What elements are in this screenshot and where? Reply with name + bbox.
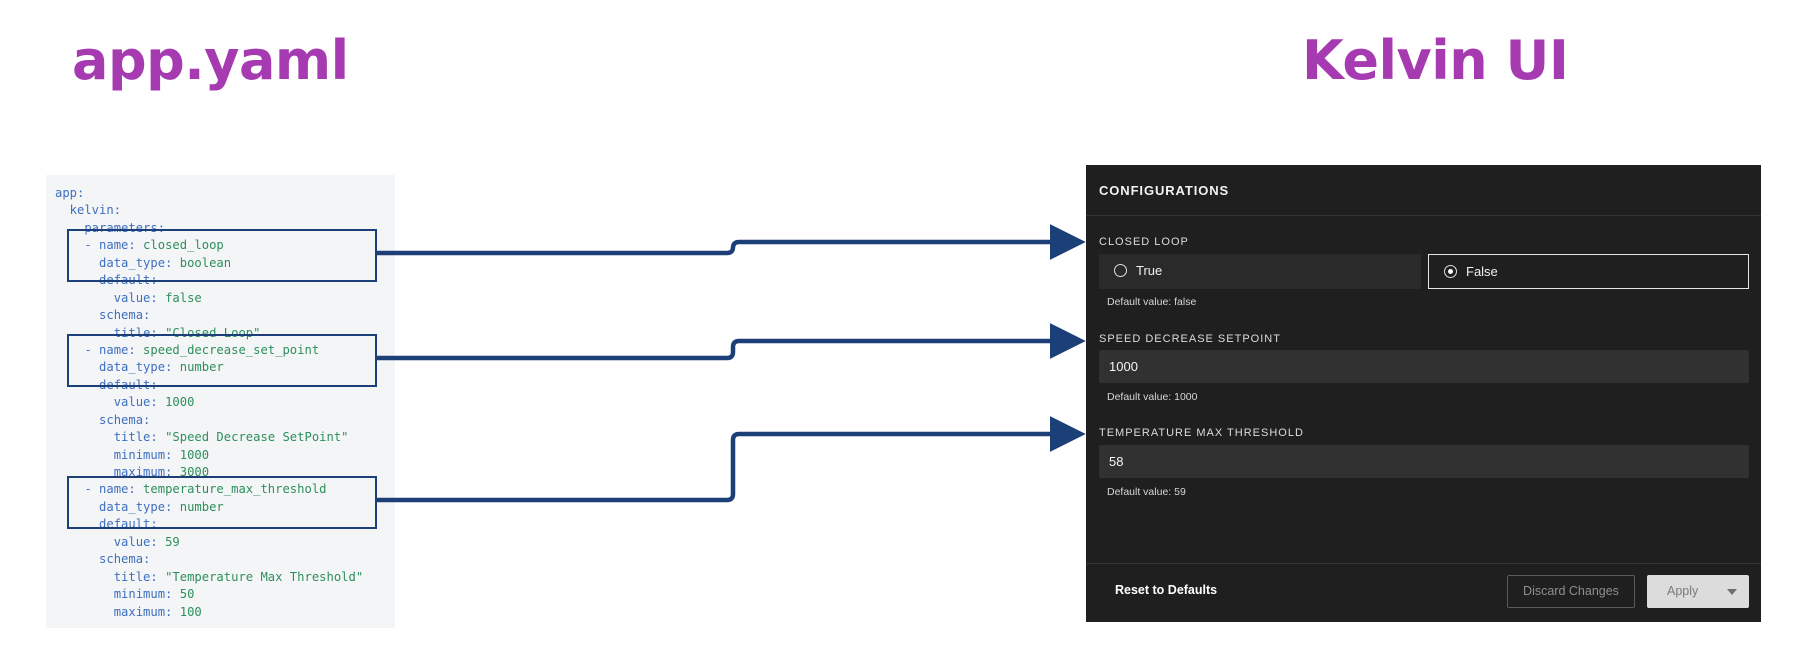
app-yaml-heading: app.yaml — [72, 29, 349, 92]
temperature-max-highlight-box — [67, 476, 377, 529]
yaml-value: "Temperature Max Threshold" — [157, 569, 364, 584]
temperature-max-arrow — [377, 416, 1086, 503]
yaml-value: boolean — [172, 255, 232, 270]
yaml-code: app: kelvin: parameters: - name: closed_… — [55, 185, 363, 621]
discard-changes-button[interactable]: Discard Changes — [1507, 575, 1635, 608]
yaml-value: "Speed Decrease SetPoint" — [157, 430, 349, 445]
closed-loop-label: CLOSED LOOP — [1099, 236, 1189, 248]
yaml-key: maximum: — [55, 604, 173, 619]
apply-button[interactable]: Apply — [1647, 575, 1749, 608]
yaml-line: minimum: 1000 — [55, 447, 363, 464]
yaml-line: data_type: number — [55, 499, 363, 516]
yaml-value: 59 — [157, 534, 180, 549]
yaml-line: maximum: 100 — [55, 604, 363, 621]
yaml-line: title: "Closed Loop" — [55, 325, 363, 342]
yaml-key: data_type: — [55, 255, 173, 270]
temperature-max-value: 58 — [1109, 454, 1124, 469]
yaml-key: app: — [55, 186, 85, 200]
closed-loop-highlight-box — [67, 229, 377, 282]
closed-loop-default-hint: Default value: false — [1107, 296, 1197, 308]
caret-down-icon[interactable] — [1727, 589, 1737, 595]
header-divider — [1086, 215, 1761, 216]
closed-loop-arrow — [377, 224, 1086, 260]
yaml-line: default: — [55, 377, 363, 394]
yaml-value: 100 — [172, 604, 202, 619]
yaml-key: schema: — [55, 412, 151, 427]
configurations-panel: CONFIGURATIONS CLOSED LOOP True False De… — [1086, 165, 1761, 622]
yaml-value: speed_decrease_set_point — [135, 342, 320, 357]
yaml-key: kelvin: — [55, 203, 122, 218]
temperature-max-label: TEMPERATURE MAX THRESHOLD — [1099, 427, 1304, 439]
true-option-label: True — [1136, 263, 1163, 278]
yaml-line: - name: closed_loop — [55, 237, 363, 254]
yaml-value: 1000 — [172, 447, 210, 462]
yaml-key: title: — [55, 430, 158, 445]
yaml-key: - name: — [55, 342, 136, 357]
yaml-line: app: — [55, 185, 363, 202]
yaml-line: schema: — [55, 412, 363, 429]
yaml-value: closed_loop — [135, 238, 224, 253]
temperature-max-default-hint: Default value: 59 — [1107, 486, 1186, 498]
yaml-key: - name: — [55, 482, 136, 497]
yaml-line: - name: temperature_max_threshold — [55, 481, 363, 498]
yaml-value: number — [172, 499, 224, 514]
yaml-value: "Closed Loop" — [157, 325, 261, 340]
yaml-line: parameters: — [55, 220, 363, 237]
yaml-key: schema: — [55, 308, 151, 323]
yaml-value: 1000 — [157, 395, 195, 410]
yaml-line: data_type: number — [55, 359, 363, 376]
yaml-value: 50 — [172, 587, 195, 602]
yaml-key: parameters: — [55, 220, 166, 235]
yaml-key: value: — [55, 290, 158, 305]
yaml-key: minimum: — [55, 447, 173, 462]
yaml-key: schema: — [55, 552, 151, 567]
yaml-key: - name: — [55, 238, 136, 253]
yaml-line: title: "Temperature Max Threshold" — [55, 569, 364, 586]
temperature-max-input[interactable]: 58 — [1099, 445, 1749, 478]
yaml-value: 3000 — [172, 465, 210, 479]
yaml-key: title: — [55, 569, 158, 584]
radio-checked-icon — [1444, 265, 1457, 278]
apply-label: Apply — [1667, 584, 1699, 598]
yaml-value: temperature_max_threshold — [135, 482, 327, 497]
radio-unchecked-icon — [1114, 264, 1127, 277]
yaml-key: value: — [55, 395, 158, 410]
yaml-key: data_type: — [55, 360, 173, 375]
footer-divider — [1086, 563, 1761, 564]
yaml-line: minimum: 50 — [55, 586, 363, 603]
yaml-code-panel: app: kelvin: parameters: - name: closed_… — [46, 175, 395, 628]
yaml-key: maximum: — [55, 465, 173, 479]
yaml-line: kelvin: — [55, 202, 363, 219]
yaml-line: schema: — [55, 551, 363, 568]
false-option-label: False — [1466, 264, 1498, 279]
yaml-line: value: false — [55, 290, 363, 307]
reset-to-defaults-button[interactable]: Reset to Defaults — [1115, 583, 1218, 597]
closed-loop-false-option[interactable]: False — [1428, 254, 1749, 289]
yaml-line: data_type: boolean — [55, 255, 363, 272]
yaml-line: - name: speed_decrease_set_point — [55, 342, 363, 359]
speed-decrease-input[interactable]: 1000 — [1099, 350, 1749, 383]
yaml-key: minimum: — [55, 587, 173, 602]
yaml-value: false — [157, 290, 202, 305]
yaml-value: number — [172, 360, 224, 375]
yaml-key: default: — [55, 377, 158, 392]
kelvin-ui-heading: Kelvin UI — [1302, 29, 1569, 92]
yaml-line: title: "Speed Decrease SetPoint" — [55, 429, 363, 446]
yaml-line: maximum: 3000 — [55, 464, 363, 481]
yaml-line: value: 59 — [55, 534, 363, 551]
yaml-key: data_type: — [55, 499, 173, 514]
speed-decrease-default-hint: Default value: 1000 — [1107, 391, 1198, 403]
panel-title: CONFIGURATIONS — [1099, 183, 1230, 198]
speed-decrease-value: 1000 — [1109, 359, 1138, 374]
closed-loop-true-option[interactable]: True — [1099, 254, 1421, 289]
yaml-key: value: — [55, 534, 158, 549]
speed-decrease-label: SPEED DECREASE SETPOINT — [1099, 333, 1281, 345]
speed-decrease-highlight-box — [67, 334, 377, 387]
yaml-key: title: — [55, 325, 158, 340]
speed-decrease-arrow — [377, 323, 1086, 361]
yaml-line: schema: — [55, 307, 363, 324]
yaml-line: value: 1000 — [55, 394, 363, 411]
